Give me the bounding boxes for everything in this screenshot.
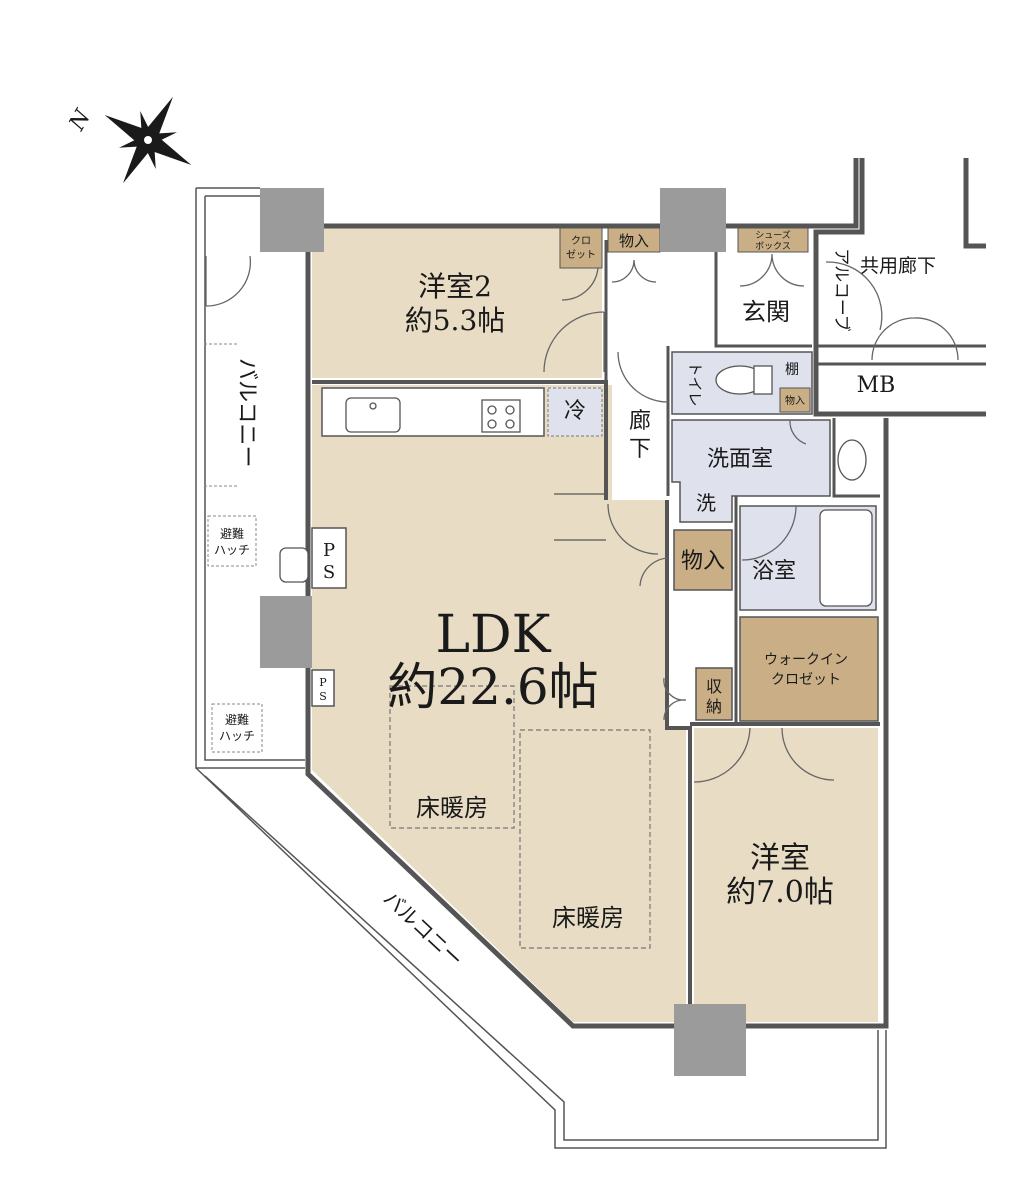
storage-top-label: 物入 [619, 232, 649, 250]
shoes-box-label-1: シューズ [755, 229, 791, 241]
hatch2-label-2: ハッチ [219, 729, 255, 743]
ps1-box [311, 527, 347, 589]
mb-label: MB [857, 373, 896, 398]
compass-icon [104, 96, 192, 184]
walkin-floor [739, 616, 879, 722]
walls [305, 158, 986, 1029]
western-floor [694, 728, 878, 1022]
ps2-label-2: S [319, 690, 327, 703]
kitchen-counter [321, 387, 545, 437]
western2-floor [312, 228, 602, 378]
common-corridor-label: 共用廊下 [860, 255, 936, 277]
ldk-floor [312, 385, 686, 1022]
ps1-label-2: S [323, 562, 335, 583]
hatch2-label-1: 避難 [225, 712, 249, 727]
shuno-label-1: 収 [706, 677, 722, 696]
genkan-label: 玄関 [742, 298, 790, 326]
washer-label: 洗 [696, 491, 716, 515]
floor-heating-label-1: 床暖房 [416, 794, 488, 822]
storage-small-label: 物入 [785, 394, 805, 407]
balcony-west-label: バルコニー [234, 358, 259, 468]
east-walls [963, 158, 986, 249]
western-size: 約7.0帖 [726, 875, 834, 910]
western-name: 洋室 [750, 841, 810, 876]
fridge-floor [547, 387, 603, 437]
western2-size: 約5.3帖 [405, 304, 506, 337]
closet-label-1: クロ [571, 235, 591, 247]
washroom-floor [671, 419, 831, 523]
hatch-boxes [204, 343, 263, 753]
doors [205, 253, 959, 783]
floor-heating-areas [389, 685, 651, 949]
ldk-size: 約22.6帖 [387, 658, 598, 716]
bathtub-icon [819, 509, 873, 607]
ldk-name: LDK [435, 605, 551, 665]
storage-small-floor [779, 387, 811, 413]
hatch1-label-1: 避難 [220, 526, 244, 541]
washroom-label: 洗面室 [707, 447, 773, 472]
closet-label-2: ゼット [566, 249, 596, 261]
sink-icon [345, 397, 401, 433]
bathroom-label: 浴室 [752, 559, 796, 584]
ps2-label-1: P [319, 676, 327, 689]
walkin-label-1: ウォークイン [764, 652, 848, 668]
compass-north-label: N [64, 105, 96, 136]
shelf-label: 棚 [785, 362, 799, 378]
hatch1-label-2: ハッチ [214, 543, 250, 557]
floor-heating-label-2: 床暖房 [552, 904, 624, 932]
ps2-box [311, 669, 335, 707]
closet-floor [559, 227, 603, 269]
western2-name: 洋室2 [418, 270, 492, 303]
room-labels: 洋室2 約5.3帖 LDK 約22.6帖 洋室 約7.0帖 クロ ゼット 物入 … [214, 229, 936, 932]
balcony-outline [195, 187, 887, 1149]
walkin-label-2: クロゼット [771, 672, 841, 688]
washbasin-icon [837, 439, 867, 481]
corridor-label-2: 下 [629, 437, 651, 462]
shoes-box-label-2: ボックス [755, 241, 791, 252]
storage-mid-label: 物入 [681, 549, 725, 574]
storage-mid-floor [673, 529, 733, 591]
fridge-label: 冷 [564, 399, 586, 424]
ps1-label-1: P [323, 540, 335, 561]
shuno-label-2: 納 [706, 697, 722, 716]
corridor-label-1: 廊 [629, 409, 651, 434]
room-fills [311, 227, 879, 1022]
alcove-label: アルコーブ [831, 248, 852, 331]
pillars [260, 188, 746, 1076]
shuno-floor [695, 667, 733, 721]
toilet-label: トイレ [686, 361, 704, 406]
fixtures [279, 365, 873, 607]
stove-icon [481, 399, 521, 433]
